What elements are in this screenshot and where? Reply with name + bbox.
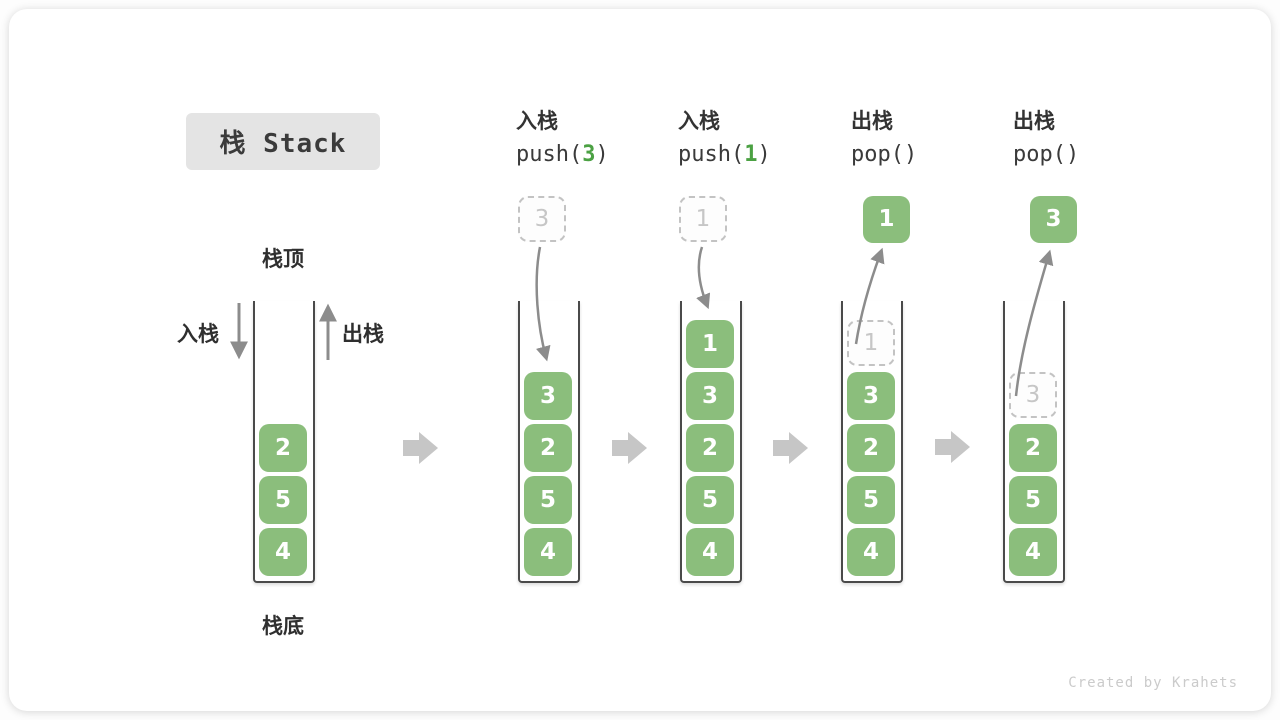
stack-item: 5 — [259, 476, 307, 524]
floating-push-value: 3 — [518, 196, 566, 242]
operation-label: 入栈 — [678, 109, 720, 133]
stack-item: 2 — [524, 424, 572, 472]
stack-item: 2 — [686, 424, 734, 472]
stack-item-ghost: 1 — [847, 320, 895, 366]
operation-code: push(3) — [516, 142, 609, 167]
stack-item: 2 — [847, 424, 895, 472]
stack-top-label: 栈顶 — [262, 247, 304, 271]
operation-header-pop-1: 出栈 pop() — [851, 108, 1001, 168]
operation-code: pop() — [851, 142, 918, 167]
pop-side-label: 出栈 — [342, 322, 384, 346]
stack-item: 1 — [686, 320, 734, 368]
stack-item-ghost: 3 — [1009, 372, 1057, 418]
stack-item: 4 — [259, 528, 307, 576]
floating-push-value: 1 — [679, 196, 727, 242]
operation-code: pop() — [1013, 142, 1080, 167]
operation-label: 入栈 — [516, 109, 558, 133]
stack-item: 4 — [847, 528, 895, 576]
operation-header-push1: 入栈 push(1) — [678, 108, 828, 168]
operation-code: push(1) — [678, 142, 771, 167]
push-side-label: 入栈 — [177, 322, 219, 346]
operation-label: 出栈 — [851, 109, 893, 133]
diagram-title: 栈 Stack — [186, 113, 380, 170]
stack-item: 3 — [686, 372, 734, 420]
operation-header-push3: 入栈 push(3) — [516, 108, 666, 168]
floating-popped-value: 1 — [863, 196, 910, 243]
stack-item: 4 — [686, 528, 734, 576]
operation-label: 出栈 — [1013, 109, 1055, 133]
stack-item: 3 — [524, 372, 572, 420]
stack-item: 5 — [847, 476, 895, 524]
watermark: Created by Krahets — [1068, 675, 1238, 691]
stack-item: 4 — [524, 528, 572, 576]
stack-item: 3 — [847, 372, 895, 420]
stack-item: 4 — [1009, 528, 1057, 576]
stack-item: 5 — [686, 476, 734, 524]
operation-header-pop-2: 出栈 pop() — [1013, 108, 1163, 168]
floating-popped-value: 3 — [1030, 196, 1077, 243]
stack-item: 2 — [259, 424, 307, 472]
stack-item: 5 — [524, 476, 572, 524]
stack-bottom-label: 栈底 — [262, 614, 304, 638]
stack-item: 2 — [1009, 424, 1057, 472]
stack-item: 5 — [1009, 476, 1057, 524]
